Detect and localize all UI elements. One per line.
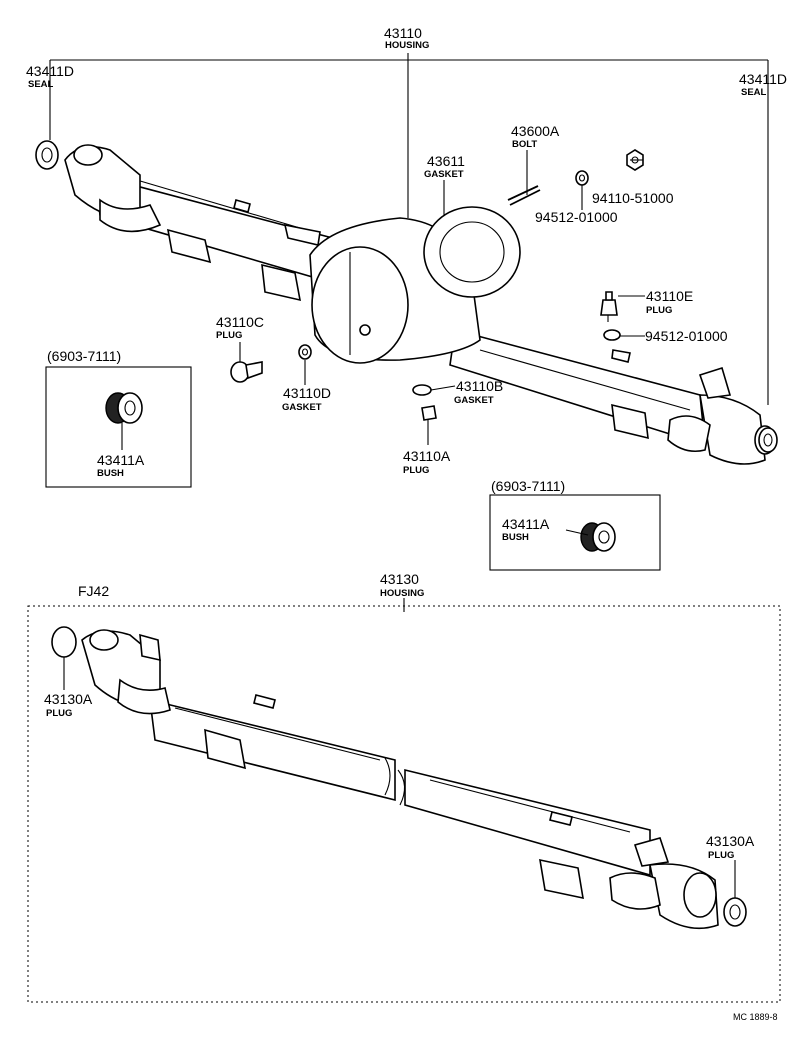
svg-text:GASKET: GASKET	[282, 402, 322, 413]
footer-code: MC 1889-8	[733, 1012, 778, 1022]
gasket-43110d[interactable]	[298, 344, 312, 360]
label-plug-43110c: 43110C PLUG	[216, 314, 264, 341]
label-gasket-43110d: 43110D GASKET	[282, 385, 331, 413]
svg-text:43130: 43130	[380, 571, 419, 587]
svg-text:43611: 43611	[427, 153, 465, 169]
bolt-43600a[interactable]	[507, 185, 541, 206]
svg-text:BUSH: BUSH	[97, 468, 124, 479]
svg-text:43600A: 43600A	[511, 123, 560, 139]
label-bolt: 43600A BOLT	[511, 123, 560, 150]
plug-43110a[interactable]	[421, 405, 437, 421]
svg-text:SEAL: SEAL	[28, 79, 54, 90]
svg-text:GASKET: GASKET	[454, 395, 494, 406]
axle-housing-43130[interactable]	[81, 629, 719, 930]
top-group-bracket	[49, 53, 769, 405]
svg-text:94512-01000: 94512-01000	[645, 328, 728, 344]
svg-text:BOLT: BOLT	[512, 139, 537, 150]
label-seal-left: 43411D SEAL	[26, 63, 74, 90]
leader-lines-bottom	[63, 657, 736, 898]
gasket-43110b[interactable]	[412, 384, 432, 396]
plug-43130a-right[interactable]	[723, 897, 747, 927]
seal-left[interactable]	[35, 140, 59, 170]
svg-text:(6903-7111): (6903-7111)	[47, 348, 121, 364]
label-gasket-43110b: 43110B GASKET	[454, 378, 503, 406]
svg-text:43411A: 43411A	[97, 452, 145, 468]
svg-text:94110-51000: 94110-51000	[592, 190, 674, 206]
plug-43110c[interactable]	[230, 361, 263, 383]
svg-text:HOUSING: HOUSING	[385, 40, 429, 51]
label-nut: 94110-51000	[592, 190, 674, 206]
washer-top[interactable]	[575, 170, 589, 186]
label-bush-box-left: (6903-7111) 43411A BUSH	[47, 348, 145, 479]
svg-text:PLUG: PLUG	[46, 708, 72, 719]
label-bush-box-right: (6903-7111) 43411A BUSH	[491, 478, 565, 543]
svg-text:FJ42: FJ42	[78, 583, 109, 599]
bush-43411a-right[interactable]	[580, 522, 616, 552]
bush-box-right	[489, 494, 661, 571]
leader-lines-top	[239, 150, 645, 445]
svg-text:43130A: 43130A	[706, 833, 755, 849]
washer-right[interactable]	[603, 329, 621, 341]
svg-text:GASKET: GASKET	[424, 169, 464, 180]
axle-housing-43110[interactable]	[64, 144, 776, 465]
seal-right[interactable]	[758, 427, 778, 453]
plug-43110e[interactable]	[600, 291, 618, 322]
label-washer-right: 94512-01000	[645, 328, 728, 344]
svg-text:43411D: 43411D	[739, 71, 787, 87]
plug-43130a-left[interactable]	[51, 626, 77, 658]
label-plug-43110a: 43110A PLUG	[403, 448, 451, 476]
svg-text:43411D: 43411D	[26, 63, 74, 79]
svg-text:43110: 43110	[384, 25, 422, 41]
svg-text:PLUG: PLUG	[708, 850, 734, 861]
label-plug-43110e: 43110E PLUG	[646, 288, 693, 316]
svg-text:SEAL: SEAL	[741, 87, 767, 98]
bush-43411a-left[interactable]	[105, 392, 143, 424]
svg-text:(6903-7111): (6903-7111)	[491, 478, 565, 494]
label-gasket-43611: 43611 GASKET	[424, 153, 465, 180]
svg-text:43110D: 43110D	[283, 385, 331, 401]
label-washer-top: 94512-01000	[535, 209, 618, 225]
svg-text:BUSH: BUSH	[502, 532, 529, 543]
label-plug-43130a-right: 43130A PLUG	[706, 833, 755, 861]
svg-text:43110C: 43110C	[216, 314, 264, 330]
svg-text:94512-01000: 94512-01000	[535, 209, 618, 225]
svg-text:PLUG: PLUG	[646, 305, 672, 316]
label-housing-43130: 43130 HOUSING	[380, 571, 424, 599]
label-seal-right: 43411D SEAL	[739, 71, 787, 98]
svg-text:43411A: 43411A	[502, 516, 550, 532]
svg-text:43110B: 43110B	[456, 378, 503, 394]
svg-text:43110E: 43110E	[646, 288, 693, 304]
svg-text:HOUSING: HOUSING	[380, 588, 424, 599]
bush-box-left	[45, 366, 192, 488]
svg-text:MC 1889-8: MC 1889-8	[733, 1012, 778, 1022]
label-plug-43130a-left: 43130A PLUG	[44, 691, 93, 719]
svg-text:PLUG: PLUG	[403, 465, 429, 476]
label-housing-43110: 43110 HOUSING	[384, 25, 429, 51]
svg-text:PLUG: PLUG	[216, 330, 242, 341]
label-fj42: FJ42	[78, 583, 109, 599]
svg-text:43130A: 43130A	[44, 691, 93, 707]
fj42-variant-box	[27, 598, 781, 1003]
svg-text:43110A: 43110A	[403, 448, 451, 464]
